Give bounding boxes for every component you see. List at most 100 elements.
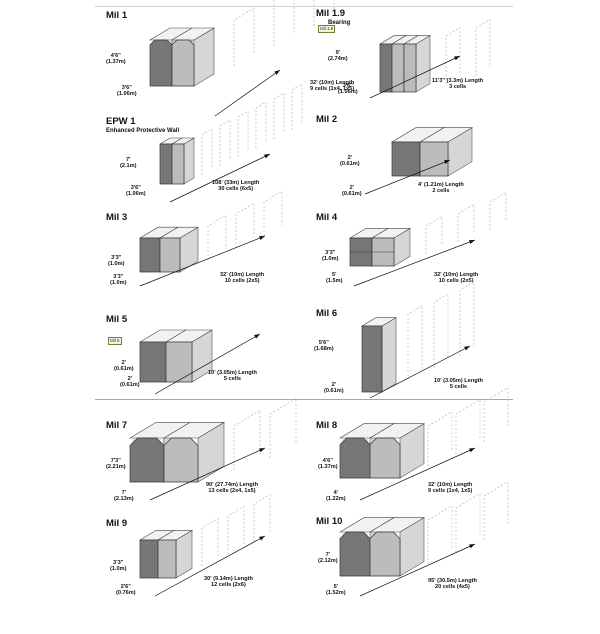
cell-front-face xyxy=(171,39,195,87)
height-label: 3'3" (1.0m) xyxy=(108,255,125,268)
cell-outline-dashed xyxy=(263,190,283,236)
length-label: 11'3" (3.3m) Length 3 cells xyxy=(432,78,484,91)
cell-outline-dashed xyxy=(235,202,255,248)
panel-mil3: Mil 3 3'3" (1.0m) 3'3" (1.0m) 32' (10m) Len… xyxy=(100,190,390,328)
cell-outline-dashed xyxy=(273,92,285,139)
model-tag: Mil 5 xyxy=(108,337,122,345)
length-arrow-line xyxy=(139,235,266,287)
panel-title: Mil 7 xyxy=(106,420,128,431)
length-label: 95' (30.5m) Length 20 cells (4x5) xyxy=(428,578,477,591)
length-label: 4' (1.21m) Length 2 cells xyxy=(418,182,464,195)
cell-outline-dashed xyxy=(425,215,443,254)
cell-front-face xyxy=(139,341,167,383)
length-arrow-line xyxy=(353,239,476,287)
panel-title: Mil 1.9 xyxy=(316,8,346,19)
panel-title: Mil 1 xyxy=(106,10,128,21)
cell-outline-dashed xyxy=(219,119,231,166)
model-tag: Mil 1.9 xyxy=(318,25,336,33)
panel-mil2: Mil 2 2' (0.61m) 2' (0.61m) 4' (1.21m) Leng… xyxy=(310,112,600,230)
panel-title: Mil 8 xyxy=(316,420,338,431)
cell-outline-dashed xyxy=(233,409,261,470)
cell-outline-dashed xyxy=(237,110,249,157)
length-arrow-head xyxy=(274,70,280,75)
cell-outline-dashed xyxy=(455,493,481,552)
panel-title: EPW 1 xyxy=(106,116,136,127)
length-label: 32' (10m) Length 9 cells (1x4, 1x5) xyxy=(310,80,355,93)
cell-outline-dashed xyxy=(207,214,227,260)
panel-subtitle: Enhanced Protective Wall xyxy=(106,128,180,134)
height-label: 2' (0.61m) xyxy=(114,360,134,373)
length-label: 10' (3.05m) Length 5 cells xyxy=(434,378,483,391)
length-arrow-line xyxy=(154,333,261,395)
cell-front-face xyxy=(165,341,193,383)
cell-front-face xyxy=(149,39,173,87)
cell-side-face xyxy=(381,317,397,393)
cell-outline-dashed xyxy=(483,387,509,442)
length-arrow-head xyxy=(469,240,475,244)
length-label: 10' (3.05m) Length 5 cells xyxy=(208,370,257,383)
cell-outline-dashed xyxy=(483,481,509,540)
length-arrow-line xyxy=(149,447,266,501)
width-label: 5' (1.52m) xyxy=(326,584,346,597)
length-arrow-head xyxy=(259,536,265,541)
length-label: 32' (10m) Length 10 cells (2x5) xyxy=(220,272,265,285)
length-label: 108' (33m) Length 30 cells (6x5) xyxy=(212,180,260,193)
cell-front-face xyxy=(163,437,199,483)
barrier-illustration xyxy=(369,19,491,99)
barrier-illustration xyxy=(158,83,303,203)
width-label: 2' (0.61m) xyxy=(120,376,140,389)
barrier-illustration xyxy=(364,127,474,195)
barrier-illustration xyxy=(148,0,335,117)
barrier-illustration xyxy=(338,387,509,501)
cell-outline-dashed xyxy=(201,128,213,175)
barrier-illustration xyxy=(360,281,475,399)
panel-title: Mil 3 xyxy=(106,212,128,223)
cell-front-face xyxy=(159,237,181,273)
cell-outline-dashed xyxy=(201,517,219,566)
length-arrow-head xyxy=(264,154,270,159)
width-label: 3'6" (1.06m) xyxy=(338,83,358,96)
cell-front-face xyxy=(403,43,417,93)
length-label: 90' (27.74m) Length 13 cells (2x4, 1x5) xyxy=(206,482,258,495)
length-label: 32' (10m) Length 9 cells (1x4, 1x5) xyxy=(428,482,473,495)
height-label: 4'6" (1.37m) xyxy=(106,53,126,66)
length-arrow-line xyxy=(364,159,451,195)
cell-front-face xyxy=(419,141,449,177)
height-label: 2' (0.61m) xyxy=(340,155,360,168)
barrier-illustration xyxy=(128,397,297,501)
cell-outline-dashed xyxy=(489,191,507,230)
barrier-illustration xyxy=(338,481,509,597)
cell-outline-dashed xyxy=(233,7,255,66)
cell-outline-dashed xyxy=(255,101,267,148)
top-rule xyxy=(95,6,513,7)
length-arrow-head xyxy=(454,56,460,61)
panel-title: Mil 2 xyxy=(316,114,338,125)
width-label: 2' (0.61m) xyxy=(342,185,362,198)
length-label: 32' (10m) Length 10 cells (2x5) xyxy=(434,272,479,285)
width-label: 7' (2.13m) xyxy=(114,490,134,503)
cell-outline-dashed xyxy=(427,505,453,564)
width-label: 3'3" (1.0m) xyxy=(110,274,127,287)
length-arrow-line xyxy=(359,447,476,501)
cell-front-face xyxy=(171,143,185,185)
width-label: 3'6" (1.06m) xyxy=(117,85,137,98)
height-label: 7' (2.1m) xyxy=(120,157,137,170)
width-label: 2'6" (0.76m) xyxy=(116,584,136,597)
barrier-illustration xyxy=(138,493,271,597)
cell-outline-dashed xyxy=(427,411,453,466)
panel-mil8: Mil 8 4'6" (1.37m) 4' (1.22m) 32' (10m) Len… xyxy=(310,387,600,536)
length-arrow-head xyxy=(444,160,450,165)
length-arrow-head xyxy=(254,334,260,339)
panel-title: Mil 4 xyxy=(316,212,338,223)
cell-outline-dashed xyxy=(273,0,295,46)
height-label: 4'6" (1.37m) xyxy=(318,458,338,471)
width-label: 4' (1.22m) xyxy=(326,490,346,503)
length-arrow-line xyxy=(359,543,476,597)
length-arrow-head xyxy=(259,236,265,241)
